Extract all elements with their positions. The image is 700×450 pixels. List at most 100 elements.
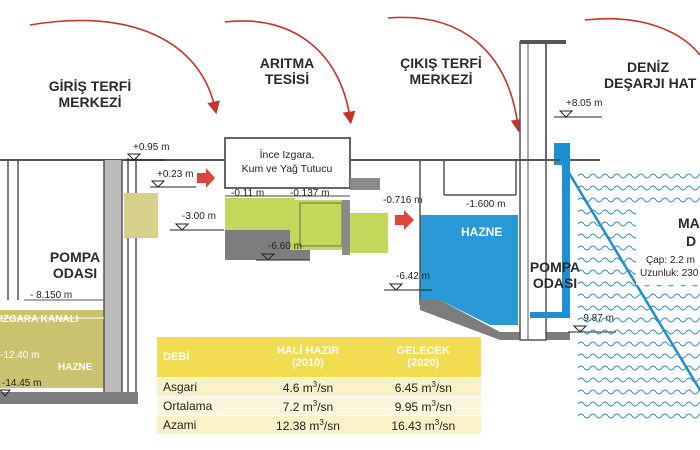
- treatment-plant: [224, 137, 388, 260]
- level-minus-0-137: -0.137 m: [290, 188, 329, 199]
- flow-unit-sup: 3: [312, 379, 318, 389]
- wave-line: [577, 365, 700, 371]
- level-minus-0-11: -0.11 m: [231, 188, 264, 199]
- pompa-odasi-2-line2: ODASI: [533, 275, 577, 291]
- sludge-block-left: [124, 193, 158, 238]
- header-deniz-line2: DEŞARJI HAT: [604, 75, 697, 91]
- pompa-odasi-1-line2: ODASI: [53, 265, 97, 281]
- flow-row-label: Azami: [157, 415, 251, 435]
- flow-unit-base: m: [424, 418, 435, 433]
- flow-unit-tail: /sn: [439, 418, 456, 433]
- wave-line: [577, 389, 700, 395]
- flow-arc-arrow-1: [29, 19, 220, 115]
- flow-value-gelecek: 16.43 m3/sn: [365, 415, 481, 435]
- discharge-pipe: [564, 167, 700, 391]
- col-gelecek-line2: (2020): [407, 357, 440, 369]
- flow-value-hali: 7.2 m3/sn: [250, 396, 366, 416]
- flow-arrow-to-treatment: [197, 168, 215, 188]
- level-minus-12-40: -12.40 m: [0, 350, 39, 361]
- header-deniz-line1: DENİZ: [627, 59, 669, 75]
- hazne-left-label: HAZNE: [58, 362, 93, 373]
- level-minus-0-716: -0.716 m: [383, 195, 422, 206]
- sea-label-d: D: [686, 233, 696, 249]
- flow-arc-arrow-3: [387, 16, 524, 133]
- flow-unit-tail: /sn: [323, 418, 340, 433]
- level-minus-14-45: -14.45 m: [2, 378, 41, 389]
- level-minus-1-600: -1.600 m: [466, 199, 505, 210]
- flow-arrow-to-outlet: [395, 210, 414, 230]
- level-plus-0-23: +0.23 m: [157, 169, 193, 180]
- header-cikis-line1: ÇIKIŞ TERFİ: [400, 55, 482, 71]
- flow-value-hali: 4.6 m3/sn: [250, 377, 366, 397]
- flow-unit-base: m: [421, 380, 432, 395]
- col-debi: DEBİ: [157, 337, 251, 378]
- flow-value-gelecek: 6.45 m3/sn: [365, 377, 481, 397]
- pompa-odasi-1-line1: POMPA: [50, 249, 100, 265]
- izgara-kanali-label: IZGARA KANALI: [0, 314, 79, 325]
- wave-line: [577, 341, 700, 347]
- header-giris-line1: GİRİŞ TERFİ: [49, 78, 131, 94]
- level-minus-9-87: -9.87 m: [580, 313, 614, 324]
- wave-line: [577, 173, 700, 179]
- flow-row-label: Ortalama: [157, 396, 251, 416]
- flow-number: 7.2: [282, 399, 300, 414]
- level-plus-8-05: +8.05 m: [566, 98, 602, 109]
- flow-unit-base: m: [302, 380, 313, 395]
- flow-value-hali: 12.38 m3/sn: [250, 415, 366, 435]
- header-aritma-line1: ARITMA: [260, 55, 314, 71]
- flow-row-label: Asgari: [157, 377, 251, 397]
- wave-line: [577, 377, 700, 383]
- col-hali-hazir: HALİ HAZIR (2010): [250, 337, 366, 378]
- flow-table-header: DEBİ HALİ HAZIR (2010) GELECEK (2020): [157, 337, 481, 378]
- giris-pump-station: [0, 158, 138, 404]
- wave-line: [577, 197, 700, 203]
- flow-number: 16.43: [391, 418, 422, 433]
- level-minus-6-60: -6.60 m: [268, 241, 302, 252]
- wave-line: [577, 401, 700, 407]
- flow-unit-base: m: [309, 418, 320, 433]
- flow-number: 4.6: [282, 380, 300, 395]
- wave-line: [577, 353, 700, 359]
- wave-line: [577, 413, 700, 419]
- sea-label-ma: MA: [678, 215, 700, 231]
- hazne-blue-label: HAZNE: [461, 225, 502, 239]
- wave-line: [577, 329, 700, 335]
- flow-unit-tail: /sn: [435, 380, 452, 395]
- flow-value-gelecek: 9.95 m3/sn: [365, 396, 481, 416]
- level-minus-3-00: -3.00 m: [182, 211, 216, 222]
- flow-unit-sup: 3: [431, 398, 436, 408]
- flow-number: 9.95: [394, 399, 419, 414]
- header-aritma-line2: TESİSİ: [265, 71, 309, 87]
- pipe-length: Uzunluk: 230: [640, 268, 699, 279]
- pompa-odasi-2-line1: POMPA: [530, 259, 580, 275]
- flow-unit-sup: 3: [431, 379, 436, 389]
- flow-unit-sup: 3: [312, 398, 318, 408]
- flow-unit-tail: /sn: [435, 399, 452, 414]
- level-minus-6-42: -6.42 m: [396, 271, 430, 282]
- level-plus-0-95: +0.95 m: [133, 142, 169, 153]
- treatment-line2: Kum ve Yağ Tutucu: [242, 163, 333, 175]
- wave-line: [577, 317, 700, 323]
- col-hali-line2: (2010): [292, 357, 324, 369]
- flow-unit-base: m: [302, 399, 313, 414]
- col-gelecek-line1: GELECEK: [396, 345, 450, 357]
- col-hali-line1: HALİ HAZIR: [276, 345, 340, 357]
- header-cikis-line2: MERKEZİ: [410, 71, 473, 87]
- level-minus-8-150: - 8.150 m: [30, 290, 72, 301]
- treatment-line1: İnce Izgara,: [260, 148, 315, 161]
- cikis-pump-station: [419, 40, 570, 341]
- flow-arc-arrow-4: [584, 17, 700, 56]
- flow-rate-table: DEBİ HALİ HAZIR (2010) GELECEK (2020) As…: [157, 337, 481, 435]
- flow-unit-tail: /sn: [317, 399, 334, 414]
- flow-unit-tail: /sn: [317, 380, 334, 395]
- col-gelecek: GELECEK (2020): [365, 337, 481, 378]
- flow-unit-sup: 3: [319, 417, 324, 427]
- wave-line: [577, 185, 700, 191]
- flow-number: 6.45: [394, 380, 419, 395]
- wave-line: [577, 305, 700, 311]
- flow-number: 12.38: [276, 418, 307, 433]
